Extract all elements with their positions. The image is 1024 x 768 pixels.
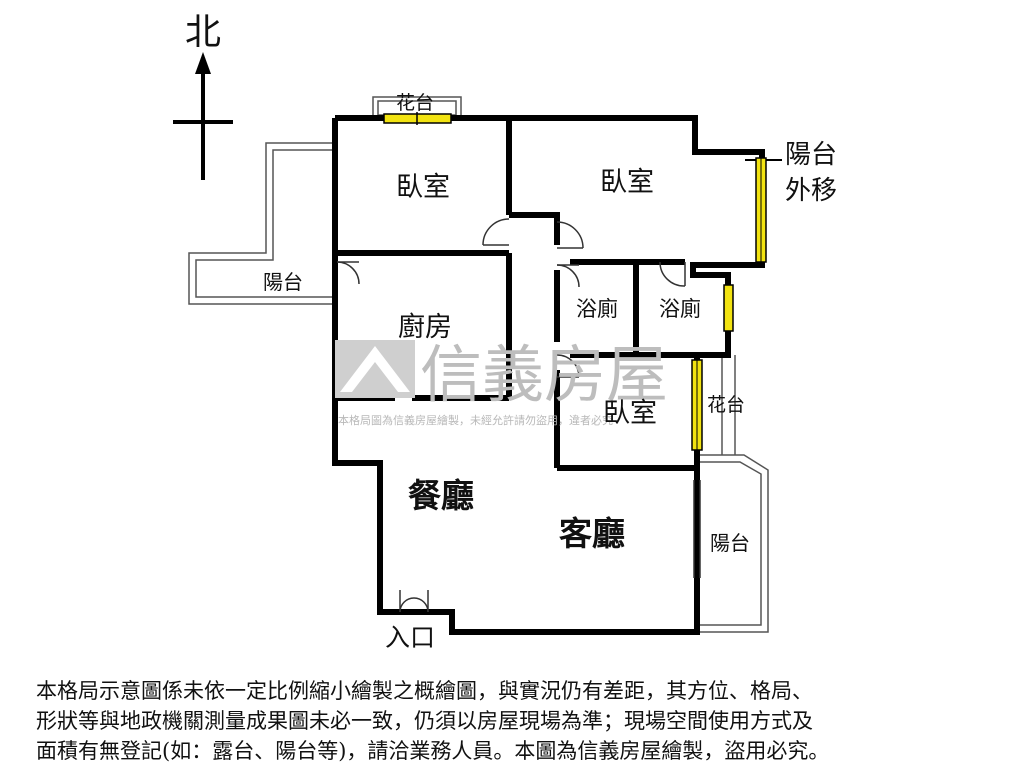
disclaimer-text: 本格局示意圖係未依一定比例縮小繪製之概繪圖，與實況仍有差距，其方位、格局、 形狀…: [36, 676, 996, 766]
label-balcony-east: 陽台: [710, 531, 750, 555]
floor-plan: 北: [173, 12, 837, 652]
watermark-logo-icon: [335, 340, 415, 398]
label-balcony-moved-2: 外移: [785, 176, 837, 206]
room-bedroom-nw: 臥室: [396, 172, 450, 203]
disclaimer-line-3: 面積有無登記(如：露台、陽台等)，請洽業務人員。本圖為信義房屋繪製，盜用必究。: [36, 739, 830, 763]
disclaimer-line-1: 本格局示意圖係未依一定比例縮小繪製之概繪圖，與實況仍有差距，其方位、格局、: [36, 679, 813, 703]
room-living: 客廳: [559, 514, 625, 553]
room-bath-left: 浴廁: [576, 297, 618, 321]
label-planter-right: 花台: [707, 394, 745, 416]
label-entrance: 入口: [385, 623, 435, 652]
label-balcony-west: 陽台: [263, 270, 303, 294]
room-dining: 餐廳: [408, 476, 474, 515]
north-label: 北: [185, 12, 221, 53]
north-arrow-icon: [173, 52, 233, 180]
label-balcony-moved-1: 陽台: [785, 140, 837, 170]
watermark-notice: 本格局圖為信義房屋繪製，未經允許請勿盜用，違者必究: [338, 413, 613, 427]
room-bath-right: 浴廁: [659, 297, 701, 321]
watermark-brand: 信義房屋: [420, 338, 668, 411]
room-bedroom-center: 臥室: [603, 398, 657, 429]
disclaimer-line-2: 形狀等與地政機關測量成果圖未必一致，仍須以房屋現場為準；現場空間使用方式及: [36, 709, 813, 733]
windows: [383, 112, 767, 451]
room-kitchen: 廚房: [398, 312, 452, 343]
label-planter-top: 花台: [396, 92, 434, 114]
room-bedroom-ne: 臥室: [600, 167, 654, 198]
